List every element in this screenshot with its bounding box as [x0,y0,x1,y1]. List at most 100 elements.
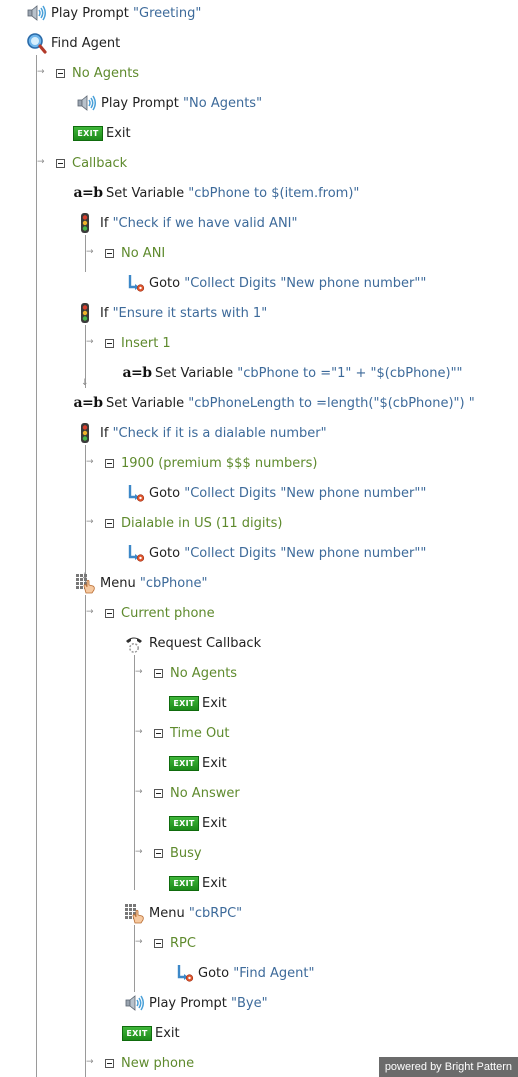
block-keyword: Set Variable [106,185,185,201]
traffic-light-icon [74,302,96,324]
branch-node[interactable]: Current phone [105,602,215,624]
goto-arrow-icon [123,272,145,294]
block-keyword: If [100,215,109,231]
goto-block[interactable]: Goto "Collect Digits "New phone number"" [123,272,426,294]
block-parameter: "cbRPC" [188,905,243,921]
collapse-toggle-icon[interactable] [105,1058,114,1068]
branch-arrow-icon: → [135,787,143,797]
branch-arrow-icon: → [37,157,45,167]
flow-down-arrow-icon: ↓ [81,378,89,388]
block-keyword: Menu [149,905,185,921]
collapse-toggle-icon[interactable] [105,518,114,528]
callback-block[interactable]: Request Callback [123,632,261,654]
goto-block[interactable]: Goto "Collect Digits "New phone number"" [123,542,426,564]
collapse-toggle-icon[interactable] [154,668,163,678]
prompt-block[interactable]: Play Prompt "Greeting" [25,2,201,24]
branch-node[interactable]: Insert 1 [105,332,171,354]
branch-node[interactable]: No Agents [56,62,139,84]
collapse-toggle-icon[interactable] [105,248,114,258]
magnifier-icon [25,32,47,54]
branch-label: No ANI [121,245,166,261]
block-keyword: If [100,425,109,441]
block-keyword: Exit [106,125,131,141]
goto-block[interactable]: Goto "Find Agent" [172,962,314,984]
exit-badge-icon: EXIT [122,1022,152,1044]
collapse-toggle-icon[interactable] [56,158,65,168]
branch-arrow-icon: → [86,337,94,347]
goto-block[interactable]: Goto "Collect Digits "New phone number"" [123,482,426,504]
block-keyword: Set Variable [155,365,234,381]
block-parameter: "Greeting" [133,5,202,21]
speaker-icon [123,992,145,1014]
menu-block[interactable]: Menu "cbPhone" [74,572,207,594]
block-parameter: "cbPhone to $(item.from)" [188,185,360,201]
block-parameter: "Ensure it starts with 1" [112,305,268,321]
keypad-hand-icon [74,572,96,594]
connector-line [85,445,86,588]
collapse-toggle-icon[interactable] [105,338,114,348]
goto-arrow-icon [172,962,194,984]
branch-arrow-icon: → [86,1057,94,1067]
block-keyword: Menu [100,575,136,591]
set-variable-icon-text: a=b [122,365,152,381]
block-keyword: Exit [202,875,227,891]
menu-block[interactable]: Menu "cbRPC" [123,902,242,924]
block-keyword: If [100,305,109,321]
collapse-toggle-icon[interactable] [105,608,114,618]
block-keyword: Play Prompt [101,95,179,111]
prompt-block[interactable]: Play Prompt "Bye" [123,992,268,1014]
collapse-toggle-icon[interactable] [154,728,163,738]
if-block[interactable]: If "Ensure it starts with 1" [74,302,267,324]
block-parameter: "cbPhone" [139,575,208,591]
branch-label: Time Out [170,725,230,741]
block-keyword: Find Agent [51,35,121,51]
traffic-light-icon [74,422,96,444]
if-block[interactable]: If "Check if it is a dialable number" [74,422,327,444]
branch-node[interactable]: No ANI [105,242,165,264]
block-keyword: Exit [202,695,227,711]
prompt-block[interactable]: Play Prompt "No Agents" [75,92,262,114]
branch-node[interactable]: Busy [154,842,202,864]
set-variable-icon-text: a=b [73,185,103,201]
branch-arrow-icon: → [86,517,94,527]
branch-node[interactable]: New phone [105,1052,194,1074]
branch-label: 1900 (premium $$$ numbers) [121,455,318,471]
collapse-toggle-icon[interactable] [105,458,114,468]
branch-node[interactable]: Callback [56,152,127,174]
if-block[interactable]: If "Check if we have valid ANI" [74,212,297,234]
collapse-toggle-icon[interactable] [154,848,163,858]
collapse-toggle-icon[interactable] [154,938,163,948]
exit-badge-text: EXIT [122,1025,152,1041]
branch-node[interactable]: Time Out [154,722,230,744]
branch-node[interactable]: RPC [154,932,196,954]
branch-node[interactable]: No Answer [154,782,240,804]
branch-arrow-icon: → [135,937,143,947]
block-keyword: Exit [202,815,227,831]
exit-badge-text: EXIT [169,755,199,771]
block-keyword: Goto [149,545,181,561]
collapse-toggle-icon[interactable] [154,788,163,798]
branch-arrow-icon: → [86,607,94,617]
branch-node[interactable]: 1900 (premium $$$ numbers) [105,452,317,474]
goto-arrow-icon [123,482,145,504]
branch-node[interactable]: Dialable in US (11 digits) [105,512,282,534]
find-agent-block[interactable]: Find Agent [25,32,120,54]
branch-label: No Answer [170,785,240,801]
exit-badge-text: EXIT [73,125,103,141]
a-equals-b-icon: a=b [73,392,103,414]
block-keyword: Goto [149,485,181,501]
branch-node[interactable]: No Agents [154,662,237,684]
block-parameter: "Collect Digits "New phone number"" [184,545,427,561]
block-parameter: "Collect Digits "New phone number"" [184,275,427,291]
collapse-toggle-icon[interactable] [56,68,65,78]
phone-request-icon [123,632,145,654]
